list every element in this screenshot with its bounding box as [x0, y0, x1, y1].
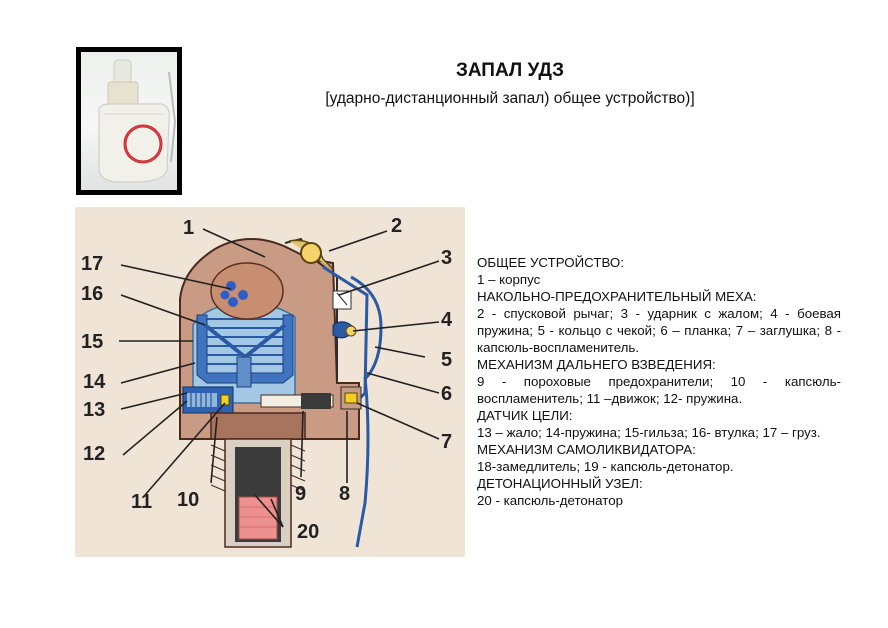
safety-ring [350, 275, 383, 381]
callout-5: 5 [441, 349, 453, 371]
callout-7: 7 [441, 431, 453, 453]
sleeve [196, 314, 294, 384]
section-heading: МЕХАНИЗМ ДАЛЬНЕГО ВЗВЕДЕНИЯ: [477, 357, 716, 372]
callout-labels: 1 2 3 4 5 6 7 8 9 10 11 12 13 14 15 16 1… [75, 207, 465, 557]
section-heading: ДАТЧИК ЦЕЛИ: [477, 408, 573, 423]
page-title: ЗАПАЛ УДЗ [455, 60, 565, 81]
callout-15: 15 [81, 331, 104, 353]
callout-16: 16 [81, 283, 104, 305]
fuze-photo [76, 47, 182, 195]
fuze-photo-image [98, 59, 177, 183]
callout-1: 1 [183, 217, 195, 239]
leader-lines [119, 228, 440, 528]
fuze-cross-section-diagram: 1 2 3 4 5 6 7 8 9 10 11 12 13 14 15 16 1… [75, 207, 465, 557]
section-detonation: ДЕТОНАЦИОННЫЙ УЗЕЛ: 20 - капсюль-детонат… [477, 475, 841, 509]
callout-4: 4 [441, 309, 453, 331]
sting-rod [236, 356, 252, 388]
threads [210, 444, 306, 492]
callout-20: 20 [297, 521, 320, 543]
section-heading: НАКОЛЬНО-ПРЕДОХРАНИТЕЛЬНЫЙ МЕХА: [477, 289, 757, 304]
section-text: 18-замедлитель; 19 - капсюль-детонатор. [477, 459, 734, 474]
section-heading: ДЕТОНАЦИОННЫЙ УЗЕЛ: [477, 476, 643, 491]
callout-10: 10 [177, 489, 200, 511]
section-heading: ОБЩЕЕ УСТРОЙСТВО: [477, 255, 624, 270]
section-text: 13 – жало; 14-пружина; 15-гильза; 16- вт… [477, 425, 821, 440]
section-heading: МЕХАНИЗМ САМОЛИКВИДАТОРА: [477, 442, 696, 457]
callout-6: 6 [441, 383, 453, 405]
section-text: 9 - пороховые предохранители; 10 - капсю… [477, 374, 841, 406]
section-long-arming: МЕХАНИЗМ ДАЛЬНЕГО ВЗВЕДЕНИЯ: 9 - порохов… [477, 356, 841, 407]
callout-3: 3 [441, 247, 453, 269]
powder-fuse-core [301, 393, 331, 409]
igniter-capsule-8 [344, 392, 358, 404]
callout-13: 13 [83, 399, 106, 421]
section-general: ОБЩЕЕ УСТРОЙСТВО: 1 – корпус [477, 254, 841, 288]
threaded-base [210, 412, 306, 440]
section-text: 20 - капсюль-детонатор [477, 493, 623, 508]
callout-11: 11 [131, 491, 153, 513]
description-panel: ОБЩЕЕ УСТРОЙСТВО: 1 – корпус НАКОЛЬНО-ПР… [477, 254, 841, 509]
section-impact-safety: НАКОЛЬНО-ПРЕДОХРАНИТЕЛЬНЫЙ МЕХА: 2 - спу… [477, 288, 841, 356]
callout-8: 8 [339, 483, 351, 505]
callout-12: 12 [83, 443, 106, 465]
section-target-sensor: ДАТЧИК ЦЕЛИ: 13 – жало; 14-пружина; 15-г… [477, 407, 841, 441]
page-subtitle: [ударно-дистанционный запал) общее устро… [325, 90, 695, 107]
strip-plate [355, 376, 370, 548]
section-text: 2 - спусковой рычаг; 3 - ударник с жалом… [477, 306, 841, 355]
callout-17: 17 [81, 253, 104, 275]
callout-9: 9 [295, 483, 307, 505]
title-block: ЗАПАЛ УДЗ [ударно-дистанционный запал) о… [300, 60, 720, 108]
callout-14: 14 [83, 371, 106, 393]
section-self-destruct: МЕХАНИЗМ САМОЛИКВИДАТОРА: 18-замедлитель… [477, 441, 841, 475]
lever-pivot [300, 242, 322, 264]
detonator-capsule [238, 496, 278, 540]
slider-spring [187, 393, 217, 407]
diagram-svg [119, 228, 440, 548]
igniter-capsule [220, 394, 230, 406]
section-text: 1 – корпус [477, 272, 541, 287]
callout-2: 2 [391, 215, 403, 237]
